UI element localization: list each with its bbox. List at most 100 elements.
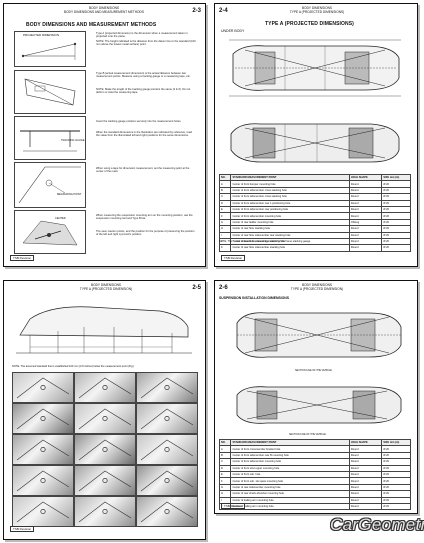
photo-thumbnail	[12, 434, 74, 465]
table-cell: Ø 20	[381, 477, 411, 485]
photo-thumbnail	[136, 403, 198, 434]
section-line-label-2: SECTION LINE OF THE VEHICLE	[289, 433, 326, 436]
footer-tsb: TSB Revision	[221, 503, 246, 509]
table-cell: Ø 20	[381, 464, 411, 472]
actual-diagram	[24, 78, 76, 106]
footer-tsb: TSB Revision	[10, 526, 35, 532]
table-header-cell: NO.	[218, 438, 232, 447]
page-number: 2-6	[219, 285, 228, 291]
table-cell: Round	[348, 502, 383, 511]
photo-detail	[16, 408, 70, 430]
page-header: BODY DIMENSIONS TYPE A (PROJECTED DIMENS…	[275, 283, 359, 292]
footer-tsb: TSB Revision	[221, 255, 246, 261]
photo-thumbnail	[12, 372, 74, 403]
figure-projected: PROJECTED DIMENSION	[14, 31, 86, 67]
photo-thumbnail	[136, 465, 198, 496]
page-header: BODY DIMENSIONS BODY DIMENSIONS AND MEAS…	[64, 6, 144, 15]
photo-detail	[78, 377, 132, 399]
photo-thumbnail	[74, 403, 136, 434]
page-header: BODY DIMENSIONS TYPE A (PROJECTED DIMENS…	[64, 283, 148, 292]
paragraph-2: NOTE: The height indicated is the distan…	[96, 40, 196, 47]
photo-detail	[16, 470, 70, 492]
photo-detail	[78, 501, 132, 523]
table-cell: H	[218, 490, 232, 498]
photo-detail	[140, 501, 194, 523]
photo-detail	[78, 439, 132, 461]
table-cell: Ø 20	[381, 483, 411, 492]
section-title: SUSPENSION INSTALLATION DIMENSIONS	[219, 296, 289, 300]
figure-suspension: CENTER	[14, 210, 86, 254]
photo-detail	[140, 470, 194, 492]
paragraph-5: Insert the tracking gauge pointers secur…	[96, 120, 182, 123]
section-title: TYPE A (PROJECTED DIMENSIONS)	[265, 21, 354, 27]
table-cell: Ø 20	[381, 451, 411, 460]
paragraph-8: When measuring the suspension mounting a…	[96, 214, 193, 221]
table-cell: I	[218, 496, 232, 504]
gauge-diagram	[20, 130, 80, 152]
figure-measuring-point: MEASURING POINT	[14, 162, 86, 208]
table-cell: Ø 20	[381, 496, 411, 504]
photo-thumbnail	[74, 372, 136, 403]
callout-measuring-point: MEASURING POINT	[57, 193, 82, 196]
paragraph-1: Type A (projected dimension) is the dime…	[96, 32, 188, 39]
photo-detail	[140, 408, 194, 430]
paragraph-3: Type B (actual measurement dimension) is…	[96, 72, 191, 79]
table-cell: Round	[348, 451, 383, 460]
header-line-2: BODY DIMENSIONS AND MEASUREMENT METHODS	[64, 9, 144, 14]
table-cell: Round	[348, 445, 383, 453]
footer-tsb: TSB Revision	[10, 255, 35, 261]
subsection-title: UNDER BODY	[221, 29, 245, 33]
table-cell: Ø 20	[381, 502, 411, 511]
paragraph-7: When using a tape for dimension measurem…	[96, 167, 190, 174]
photo-thumbnail	[74, 465, 136, 496]
photo-thumbnail	[136, 496, 198, 527]
table-header-cell: SIZE mm (in)	[381, 438, 411, 447]
table-cell: Round	[348, 496, 383, 504]
suspension-bottom-diagram	[236, 386, 402, 424]
measuring-point-diagram	[18, 166, 81, 204]
table-cell: D	[218, 464, 232, 472]
table-cell: Ø 20	[381, 445, 411, 453]
table-cell: Round	[348, 458, 383, 466]
header-line-2: TYPE A (PROJECTED DIMENSION)	[290, 286, 344, 291]
page-header: BODY DIMENSIONS TYPE A (PROJECTED DIMENS…	[275, 6, 359, 15]
table-cell: Ø 20	[381, 470, 411, 479]
paragraph-6: When the standard dimensions in the illu…	[96, 131, 192, 138]
table-cell: Round	[348, 483, 383, 492]
figure-tracking-gauge: TRACKING GAUGE	[14, 116, 86, 160]
manual-page-2-3: BODY DIMENSIONS BODY DIMENSIONS AND MEAS…	[3, 3, 206, 267]
manual-page-2-4: 2-4 BODY DIMENSIONS TYPE A (PROJECTED DI…	[214, 3, 418, 267]
projected-diagram	[21, 42, 77, 60]
table-cell: K	[218, 244, 232, 252]
photo-detail	[78, 470, 132, 492]
table-cell: Round	[348, 470, 383, 479]
table-cell: F	[218, 477, 232, 485]
paragraph-4: NOTE: Make the length of the tracking ga…	[96, 88, 191, 95]
figure-label: PROJECTED DIMENSION	[23, 33, 60, 37]
section-line-label-1: SECTION LINE OF THE VEHICLE	[295, 369, 332, 372]
callout-tracking-gauge: TRACKING GAUGE	[61, 139, 85, 142]
side-view-diagram	[16, 306, 192, 354]
table-cell: Center of rear floor sidemember stacking…	[230, 244, 350, 252]
suspension-diagram	[22, 220, 78, 246]
header-line-2: TYPE A (PROJECTED DIMENSIONS)	[289, 9, 345, 14]
watermark-logo: CarGeometry	[330, 515, 424, 534]
table-cell: C	[218, 458, 232, 466]
photo-thumbnail	[12, 465, 74, 496]
photo-thumbnail	[74, 434, 136, 465]
assumed-line-note: NOTE: The assumed standard line is estab…	[12, 365, 135, 368]
photo-detail	[78, 408, 132, 430]
page-number: 2-4	[219, 8, 228, 14]
photo-detail	[140, 439, 194, 461]
photo-detail	[16, 377, 70, 399]
table-cell: Round	[348, 244, 383, 252]
table-cell: Round	[348, 490, 383, 498]
